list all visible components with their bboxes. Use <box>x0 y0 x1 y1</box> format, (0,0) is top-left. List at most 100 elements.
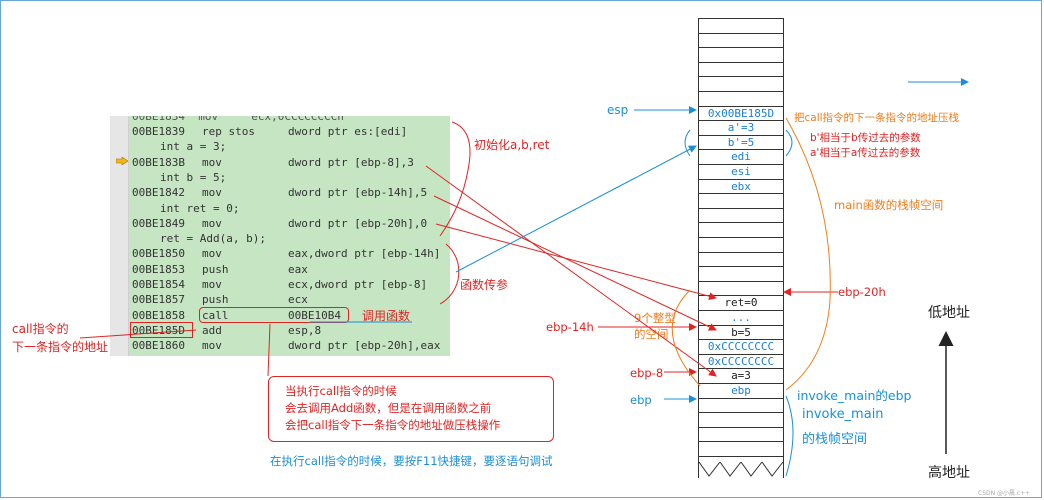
arrow-ret-to-stack <box>435 223 717 301</box>
stack-slot: ebx <box>699 178 783 193</box>
asm-op: dword ptr es:[edi] <box>288 125 408 138</box>
label-call-next-2: 下一条指令的地址 <box>12 340 109 354</box>
arrow-b-to-stack <box>433 195 717 331</box>
code-gutter <box>110 116 129 356</box>
label-low-addr: 低地址 <box>928 305 970 321</box>
stack-slot <box>699 441 783 455</box>
stack-slot <box>699 426 783 441</box>
asm-op: ecx <box>288 293 308 307</box>
params-left-brace <box>684 129 691 157</box>
label-high-addr: 高地址 <box>928 465 970 481</box>
asm-mn: mov <box>202 339 222 353</box>
label-nine-ints-2: 的空间 <box>634 327 669 341</box>
label-invoke-main-frame-1: invoke_main <box>802 407 884 422</box>
asm-mn: call <box>202 308 229 322</box>
arrow-params-to-stack <box>455 145 697 273</box>
arrow-next-to-label <box>79 329 197 339</box>
stack-slot <box>699 237 783 251</box>
asm-addr: 00BE1854 <box>132 278 185 291</box>
asm-op: dword ptr [ebp-8],3 <box>288 155 414 169</box>
stack-slot: edi <box>699 149 783 163</box>
stack-slot: ret=0 <box>699 295 783 309</box>
stack-slot <box>699 412 783 426</box>
call-instruction-box <box>199 307 349 323</box>
cut-top-line: 00BE1834 mov ecx,0CCCCCCCCh <box>132 116 344 123</box>
label-call-next-1: call指令的 <box>12 322 69 336</box>
label-a-note: a'相当于a传过去的参数 <box>810 147 921 159</box>
box-line-3: 会把call指令下一条指令的地址做压栈操作 <box>285 418 501 432</box>
stack-slot: a=3 <box>699 368 783 382</box>
asm-op: eax <box>288 262 308 276</box>
source-line: ret = Add(a, b); <box>132 231 450 246</box>
label-invoke-main-frame-2: 的栈帧空间 <box>802 432 868 447</box>
stack-slot <box>699 222 783 236</box>
stack-slot <box>699 32 783 47</box>
asm-line: 00BE1860 mov dword ptr [ebp-20h],eax <box>132 338 450 353</box>
stack-slot <box>699 47 783 61</box>
label-ebp-20h: ebp-20h <box>838 285 886 299</box>
source-text: int a = 3; <box>160 140 227 154</box>
asm-mn: push <box>202 262 229 276</box>
invoke-main-brace <box>785 395 794 477</box>
asm-addr: 00BE1860 <box>132 339 185 353</box>
stack-slot <box>699 397 783 412</box>
asm-addr: 00BE1850 <box>132 247 185 261</box>
label-ebp-8: ebp-8 <box>630 366 664 380</box>
asm-addr: 00BE183B <box>132 155 185 169</box>
asm-line: 00BE1853 push eax <box>132 262 450 277</box>
asm-op: dword ptr [ebp-14h],5 <box>288 186 428 200</box>
stack-slot: a'=3 <box>699 120 783 134</box>
asm-op: esp,8 <box>288 323 322 337</box>
asm-addr: 00BE1842 <box>132 186 185 200</box>
source-text: int b = 5; <box>160 170 227 184</box>
box-line-2: 会去调用Add函数，但是在调用函数之前 <box>285 401 492 415</box>
label-init: 初始化a,b,ret <box>474 138 550 152</box>
label-call-func: 调用函数 <box>362 309 411 323</box>
stack-bottom-zigzag <box>699 462 783 477</box>
label-main-frame: main函数的栈帧空间 <box>834 198 944 212</box>
asm-mn: mov <box>202 216 222 230</box>
asm-op: eax,dword ptr [ebp-14h] <box>288 247 441 261</box>
arrow-call-to-box <box>267 323 271 377</box>
box-line-1: 当执行call指令的时候 <box>285 384 397 398</box>
arrow-a-to-stack <box>425 165 717 377</box>
stack-slot: b=5 <box>699 324 783 339</box>
source-text: ret = Add(a, b); <box>160 232 266 246</box>
current-line-arrow-icon <box>116 157 128 165</box>
source-line: int b = 5; <box>132 170 450 185</box>
label-pass-params: 函数传参 <box>460 278 509 292</box>
label-invoke-main-ebp: invoke_main的ebp <box>797 388 912 403</box>
asm-mn: mov <box>202 278 222 291</box>
label-b-note: b'相当于b传过去的参数 <box>810 132 921 144</box>
asm-mn: rep stos <box>202 125 255 138</box>
stack-slot: b'=5 <box>699 134 783 149</box>
asm-mn: add <box>202 323 222 337</box>
asm-addr: 00BE1853 <box>132 262 185 276</box>
label-push-addr: 把call指令的下一条指令的地址压栈 <box>794 112 960 124</box>
stack-slot: 0x00BE185D <box>699 105 783 120</box>
label-nine-ints-1: 9个整型 <box>634 311 676 325</box>
main-frame-brace <box>785 117 831 391</box>
stack-slot <box>699 18 783 32</box>
params-brace <box>439 243 460 305</box>
asm-op: dword ptr [ebp-20h],eax <box>288 339 441 353</box>
stack-slot: 0xCCCCCCCC <box>699 353 783 368</box>
stack-slot: ... <box>699 310 783 324</box>
source-line: int a = 3; <box>132 139 450 154</box>
stack-slot <box>699 266 783 280</box>
stack-slot <box>699 207 783 222</box>
init-brace <box>439 121 471 237</box>
stack-slot: esi <box>699 164 783 178</box>
watermark: CSDN @小晨.c++ <box>978 490 1031 497</box>
label-ebp-14h: ebp-14h <box>546 320 594 334</box>
label-esp: esp <box>607 103 629 117</box>
asm-op: dword ptr [ebp-20h],0 <box>288 216 428 230</box>
